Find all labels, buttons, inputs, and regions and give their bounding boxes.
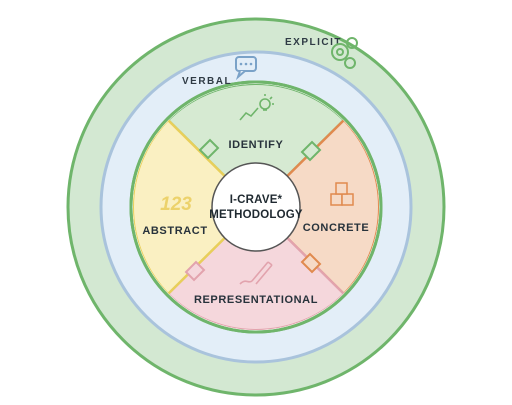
concrete-label: CONCRETE [303,222,370,234]
center-circle [211,162,301,252]
abstract-numeral: 123 [160,194,192,215]
puzzle-notch-bottom-left [184,260,206,282]
puzzle-notch-bottom-right [300,252,322,274]
abstract-label: ABSTRACT [142,225,207,237]
verbal-label: VERBAL [182,76,232,87]
center-title-line2: METHODOLOGY [209,209,303,221]
cubes-icon [330,182,354,206]
representational-label: REPRESENTATIONAL [194,294,318,306]
lightbulb-chart-icon [239,94,274,121]
inner-disk-outline [129,80,383,334]
puzzle-notch-top-right [300,140,322,162]
pencil-icon [239,261,273,285]
identify-label: IDENTIFY [229,139,284,151]
puzzle-notch-top-left [198,138,220,160]
speech-bubble-icon [235,56,257,81]
center-title-line1: I-CRAVE* [230,194,283,206]
gears-icon [331,37,358,69]
explicit-label: EXPLICIT [285,37,342,48]
